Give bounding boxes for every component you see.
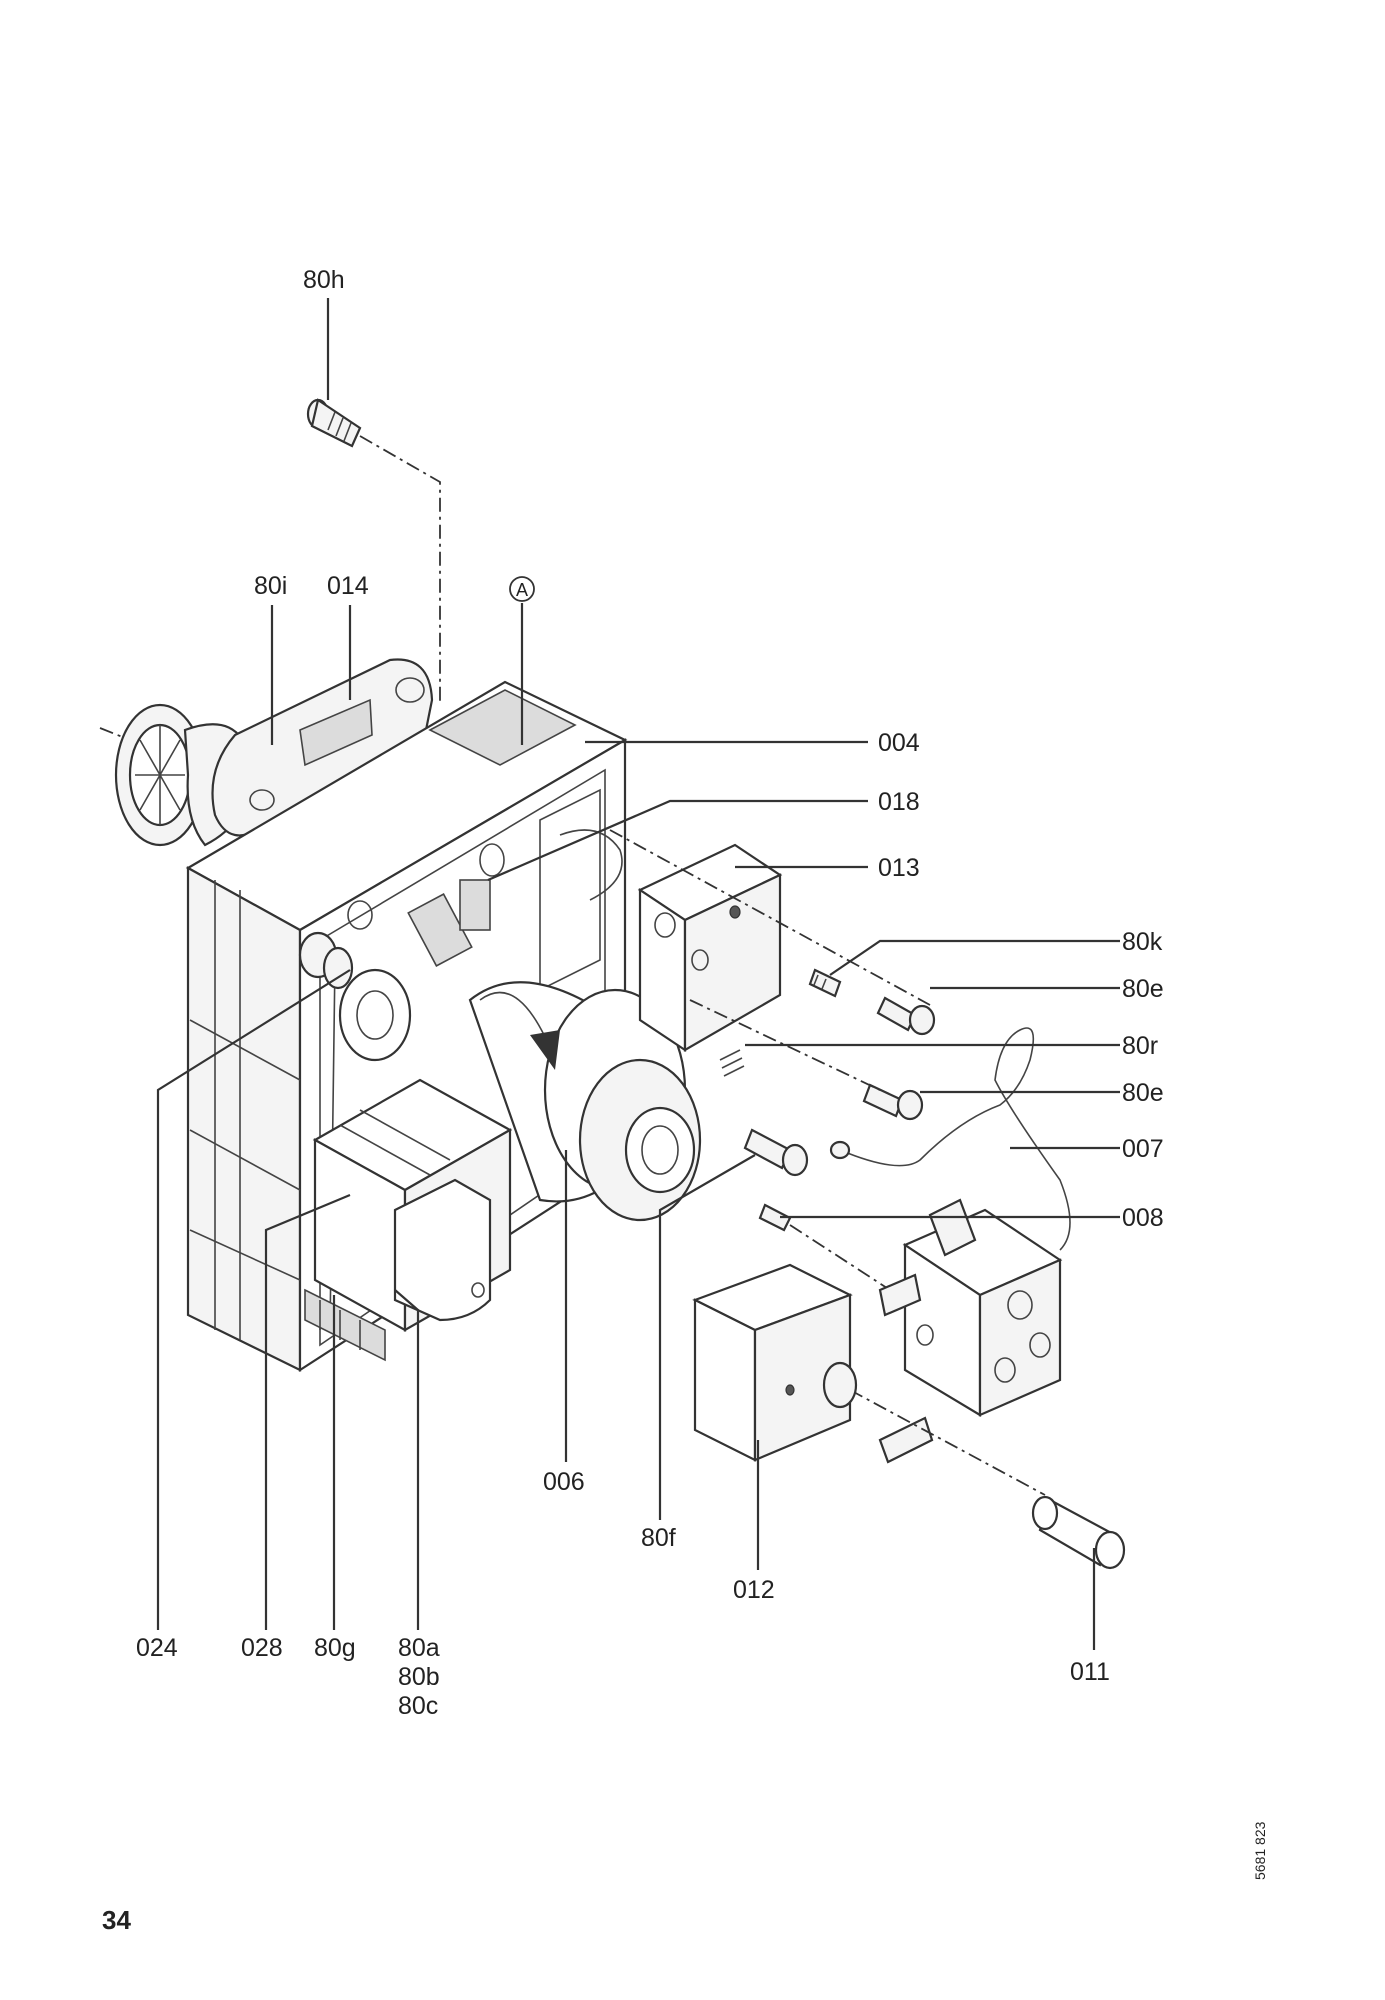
spring-80r-illustration <box>719 1049 745 1077</box>
label-006: 006 <box>543 1468 585 1496</box>
screw-80h-illustration <box>306 398 362 448</box>
control-box-028-illustration <box>304 1078 513 1362</box>
label-80e-upper: 80e <box>1122 975 1164 1003</box>
oil-line-nipple <box>829 1140 851 1160</box>
ignition-transformer-013-illustration <box>637 843 783 1053</box>
nozzle-011-illustration <box>1031 1495 1126 1570</box>
oil-pump-illustration <box>878 1198 1063 1464</box>
label-a: A <box>516 580 528 600</box>
label-011: 011 <box>1070 1658 1110 1686</box>
label-plate-a <box>428 689 577 766</box>
label-80r: 80r <box>1122 1032 1158 1060</box>
label-014: 014 <box>327 572 369 600</box>
label-012: 012 <box>733 1576 775 1604</box>
screw-80k-illustration <box>808 968 842 998</box>
label-018: 018 <box>878 788 920 816</box>
screw-80e-upper-illustration <box>876 996 936 1036</box>
label-80e-lower: 80e <box>1122 1079 1164 1107</box>
document-code: 5681 823 <box>1252 1821 1268 1880</box>
label-80g: 80g <box>314 1634 356 1662</box>
leader-lines <box>156 298 1120 1650</box>
assembly-axis-008 <box>789 1224 891 1291</box>
label-007: 007 <box>1122 1135 1164 1163</box>
motor-006-illustration <box>468 981 702 1222</box>
label-008: 008 <box>1122 1204 1164 1232</box>
label-028: 028 <box>241 1634 283 1662</box>
label-80c: 80c <box>398 1692 438 1720</box>
label-80b: 80b <box>398 1663 440 1691</box>
cable-018-illustration <box>559 829 623 901</box>
label-80i: 80i <box>254 572 287 600</box>
callout-circle-a <box>509 576 535 602</box>
solenoid-coil-012-illustration <box>692 1263 858 1462</box>
assembly-axis-013 <box>609 829 931 1006</box>
assembly-axis-pump <box>849 1389 1046 1496</box>
label-80a: 80a <box>398 1634 440 1662</box>
screw-80e-lower-illustration <box>862 1083 924 1121</box>
label-004: 004 <box>878 729 920 757</box>
page-number: 34 <box>102 1905 131 1935</box>
oil-line-007-illustration <box>839 1027 1071 1251</box>
label-013: 013 <box>878 854 920 882</box>
label-80k: 80k <box>1122 928 1163 956</box>
label-024: 024 <box>136 1634 178 1662</box>
fitting-008-illustration <box>758 1203 792 1232</box>
label-80f: 80f <box>641 1524 676 1552</box>
label-80h: 80h <box>303 266 345 294</box>
screw-80f-illustration <box>743 1128 809 1177</box>
assembly-axis-80e <box>689 999 881 1091</box>
assembly-axis-80h <box>359 435 441 705</box>
